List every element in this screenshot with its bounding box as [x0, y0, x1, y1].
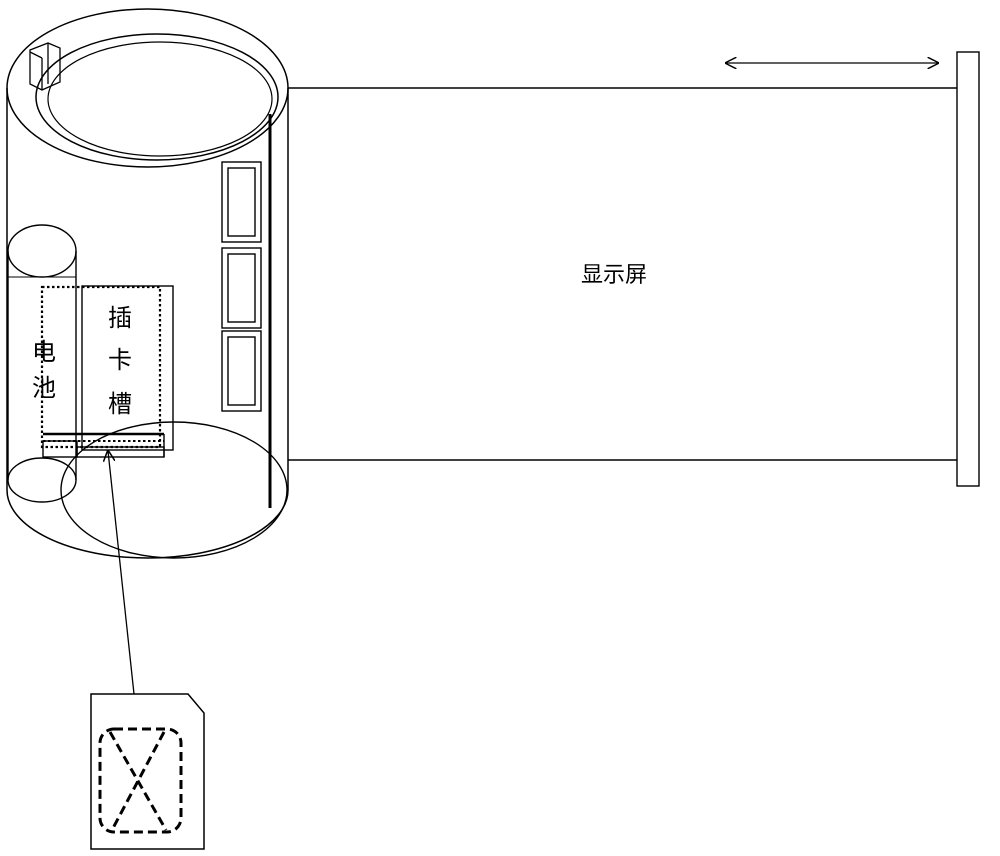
sim-card-icon	[90, 693, 205, 850]
sim-card-outline	[90, 693, 205, 850]
battery-bottom	[7, 457, 77, 503]
top-cap	[29, 42, 61, 91]
card-slot	[81, 285, 174, 451]
screen-pull-handle[interactable]	[956, 51, 980, 487]
side-button-1[interactable]	[221, 161, 262, 243]
slot-opening	[42, 432, 165, 458]
card-slot-label-2: 卡	[108, 346, 132, 374]
side-buttons	[221, 161, 262, 412]
card-slot-label-3: 槽	[108, 390, 132, 418]
cylinder-top-outer	[6, 8, 289, 168]
sim-chip	[98, 727, 183, 834]
battery	[7, 224, 77, 503]
slot-bottom-ellipse	[60, 421, 288, 559]
cylinder-top-ring	[35, 33, 279, 161]
display-screen-label: 显示屏	[581, 263, 647, 288]
cylinder-bottom-arc	[6, 489, 289, 559]
side-button-2[interactable]	[221, 247, 262, 329]
card-slot-label-1: 插	[108, 304, 132, 332]
insertion-arrow	[108, 451, 135, 695]
battery-top	[7, 224, 77, 278]
side-button-3[interactable]	[221, 330, 262, 412]
display-screen	[288, 87, 957, 461]
cylinder-body	[6, 8, 289, 559]
card-slot-dotted-outline	[40, 285, 162, 449]
cylinder-top-inner	[47, 41, 273, 157]
battery-label-1: 电	[32, 338, 56, 366]
battery-label-2: 池	[32, 374, 56, 402]
